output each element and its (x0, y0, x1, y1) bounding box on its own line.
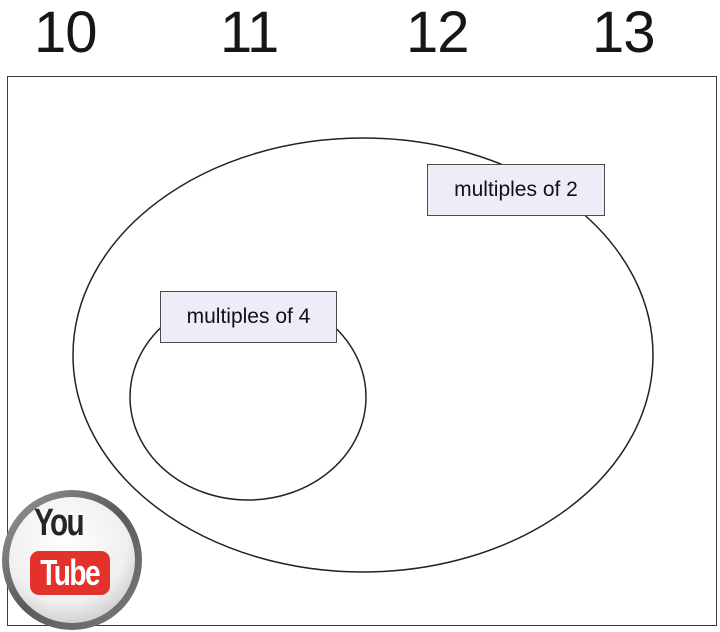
label-multiples-of-4: multiples of 4 (160, 291, 337, 343)
label-multiples-of-2: multiples of 2 (427, 164, 605, 216)
number-12: 12 (406, 0, 470, 65)
number-13: 13 (592, 0, 656, 65)
youtube-word-you: You (34, 502, 85, 544)
number-10: 10 (34, 0, 98, 65)
number-11: 11 (220, 0, 279, 65)
outer-set-ellipse (72, 137, 654, 573)
youtube-red-box: Tube (30, 551, 110, 595)
youtube-logo[interactable]: You Tube (0, 488, 150, 632)
youtube-word-tube: Tube (40, 552, 101, 593)
number-row: 10 11 12 13 (0, 0, 720, 70)
